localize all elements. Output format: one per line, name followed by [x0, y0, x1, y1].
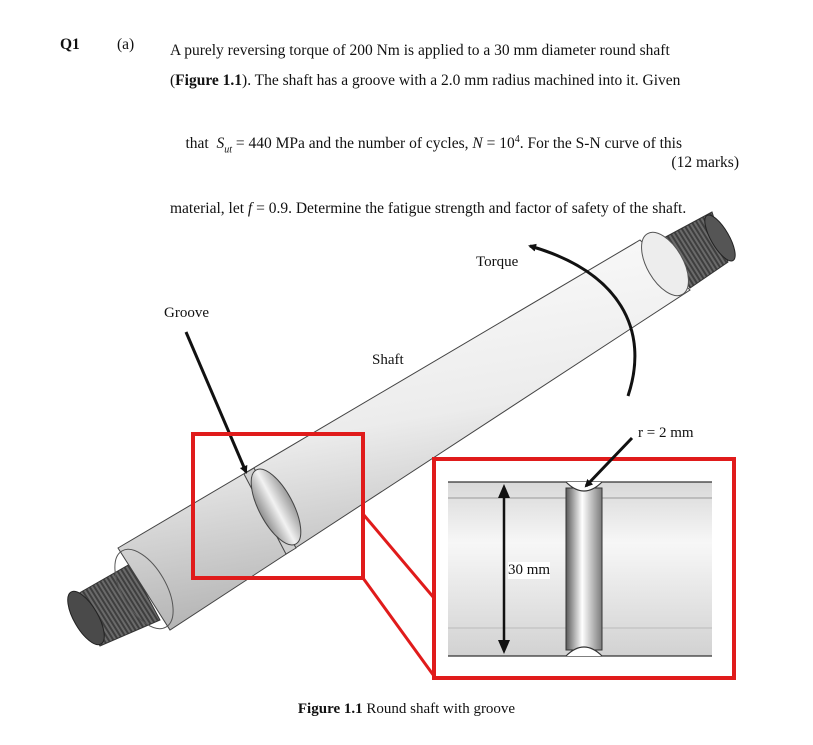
question-line-2: (Figure 1.1). The shaft has a groove wit…: [170, 66, 740, 96]
question-line-4: material, let f = 0.9. Determine the fat…: [170, 194, 740, 224]
line-text: . For the S-N curve of this: [519, 134, 682, 152]
marks-label: (12 marks): [671, 154, 739, 171]
splined-end-right: [659, 211, 736, 289]
line-text: that: [185, 134, 217, 152]
torque-label: Torque: [476, 254, 519, 270]
line-text: ). The shaft has a groove with a 2.0 mm …: [242, 71, 681, 89]
caption-label: Figure 1.1: [297, 701, 363, 717]
line-text: = 10: [482, 134, 515, 152]
question-line-1: A purely reversing torque of 200 Nm is a…: [170, 36, 740, 66]
f-symbol: f: [247, 199, 253, 217]
n-symbol: N: [472, 134, 483, 152]
highlight-connector-bottom: [361, 577, 436, 677]
question-text: A purely reversing torque of 200 Nm is a…: [170, 36, 740, 223]
shaft-body: [114, 231, 691, 631]
line-text: = 440 MPa and the number of cycles,: [232, 134, 473, 152]
line-text: = 0.9. Determine the fatigue strength an…: [252, 199, 687, 217]
shaft-label: Shaft: [372, 352, 404, 368]
highlight-connector-top: [361, 513, 436, 599]
question-number: Q1: [60, 36, 80, 53]
groove-highlight-box: [191, 432, 365, 580]
splined-end-left: [67, 563, 161, 647]
shaft-groove: [243, 467, 302, 555]
question-line-3: that Sut = 440 MPa and the number of cyc…: [170, 95, 740, 194]
diameter-label: 30 mm: [508, 562, 551, 579]
figure-reference: Figure 1.1: [175, 71, 243, 89]
sut-subscript: ut: [224, 143, 233, 155]
radius-pointer-arrow: [584, 436, 634, 488]
line-text: material, let: [170, 199, 248, 217]
caption-text: Round shaft with groove: [362, 701, 516, 717]
torque-arrow: [528, 243, 637, 397]
groove-label: Groove: [164, 305, 209, 321]
groove-detail-view: [448, 481, 712, 657]
groove-pointer-arrow: [184, 331, 248, 474]
sut-symbol: S: [216, 134, 225, 152]
question-part: (a): [117, 36, 135, 53]
line-text: A purely reversing torque of 200 Nm is a…: [170, 42, 670, 59]
exponent: 4: [514, 133, 520, 145]
line-text: (: [170, 71, 176, 89]
diameter-dimension-arrow: [498, 484, 510, 654]
radius-label: r = 2 mm: [638, 425, 694, 441]
figure-caption: Figure 1.1 Round shaft with groove: [0, 701, 813, 718]
